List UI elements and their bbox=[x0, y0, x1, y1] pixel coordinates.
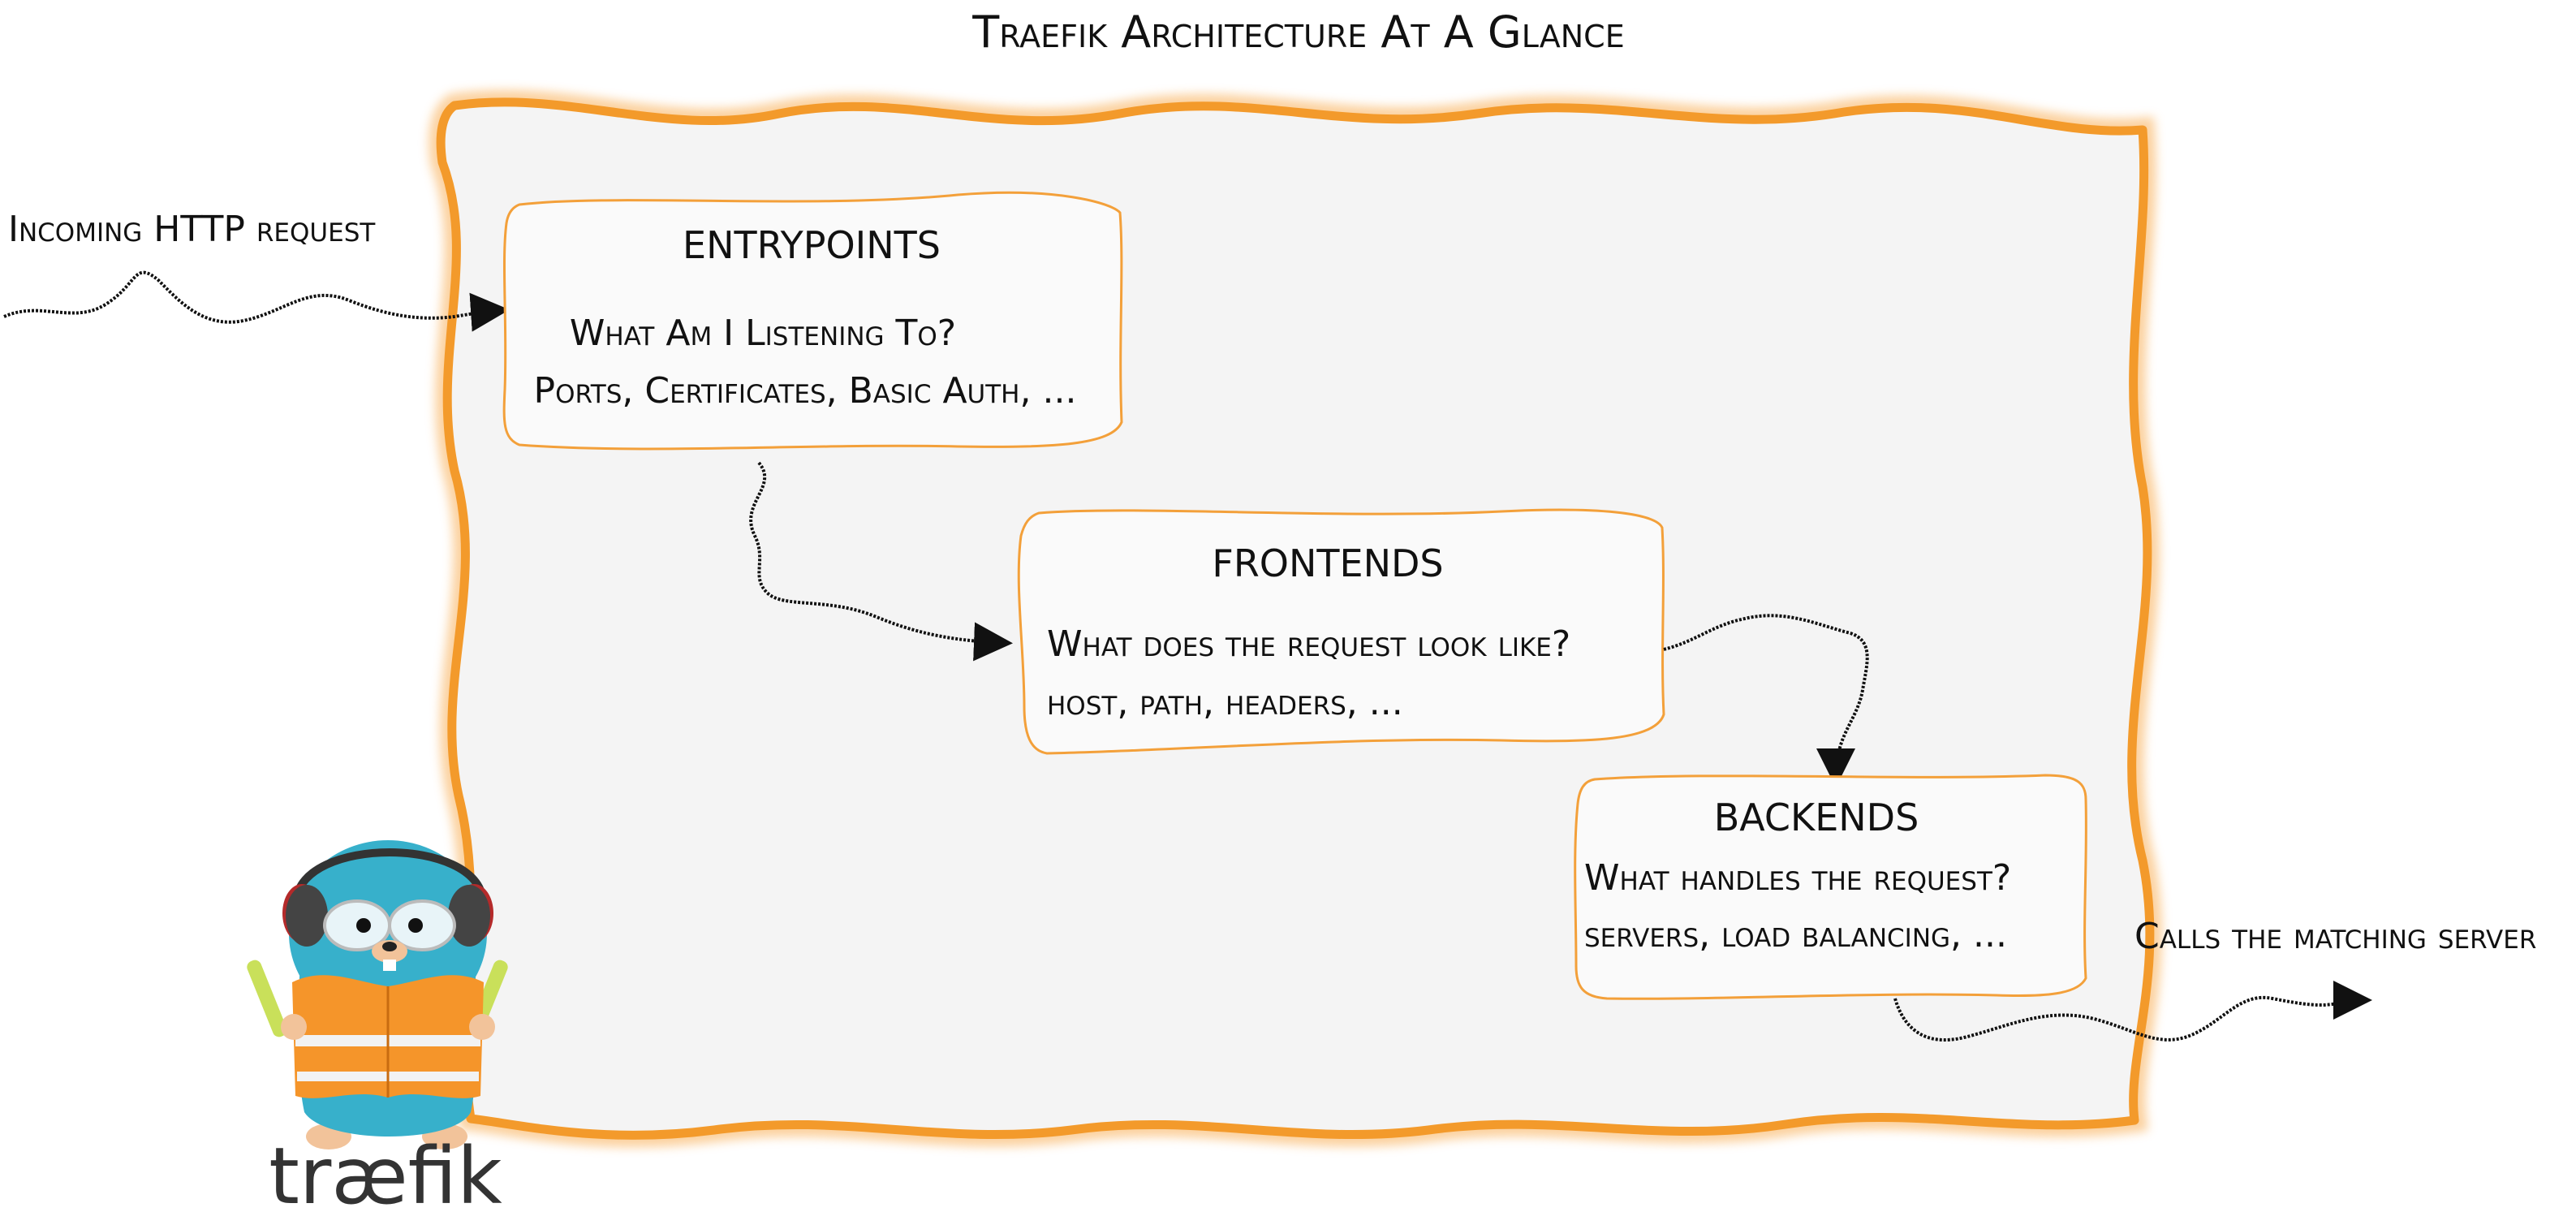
frontends-line2: host, path, headers, ... bbox=[1047, 682, 1403, 723]
frontends-line1: What does the request look like? bbox=[1047, 623, 1570, 665]
outgoing-label: Calls the matching server bbox=[2134, 916, 2536, 957]
entrypoints-line1: What Am I Listening To? bbox=[570, 313, 956, 354]
frontends-to-backends-arrow bbox=[1663, 614, 1869, 787]
backends-line2: servers, load balancing, ... bbox=[1584, 914, 2007, 955]
entrypoints-heading: ENTRYPOINTS bbox=[683, 223, 941, 267]
frontends-heading: FRONTENDS bbox=[1212, 541, 1443, 585]
outgoing-arrow bbox=[1893, 981, 2372, 1042]
diagram-title: Traefik Architecture At A Glance bbox=[971, 6, 1624, 58]
traefik-logo-text: træfik bbox=[269, 1131, 502, 1212]
entrypoints-line2: Ports, Certificates, Basic Auth, ... bbox=[534, 370, 1077, 412]
entrypoints-to-frontends-arrow bbox=[749, 461, 1013, 662]
incoming-label: Incoming HTTP request bbox=[8, 209, 376, 250]
frontends-box: FRONTENDS What does the request look lik… bbox=[1017, 508, 1665, 755]
backends-box: BACKENDS What handles the request? serve… bbox=[1574, 774, 2087, 1000]
incoming-arrow bbox=[3, 270, 510, 332]
backends-line1: What handles the request? bbox=[1584, 857, 2011, 899]
gopher-traffic-controller-icon bbox=[247, 840, 508, 1149]
entrypoints-box: ENTRYPOINTS What Am I Listening To? Port… bbox=[502, 191, 1123, 451]
backends-heading: BACKENDS bbox=[1714, 796, 1919, 839]
